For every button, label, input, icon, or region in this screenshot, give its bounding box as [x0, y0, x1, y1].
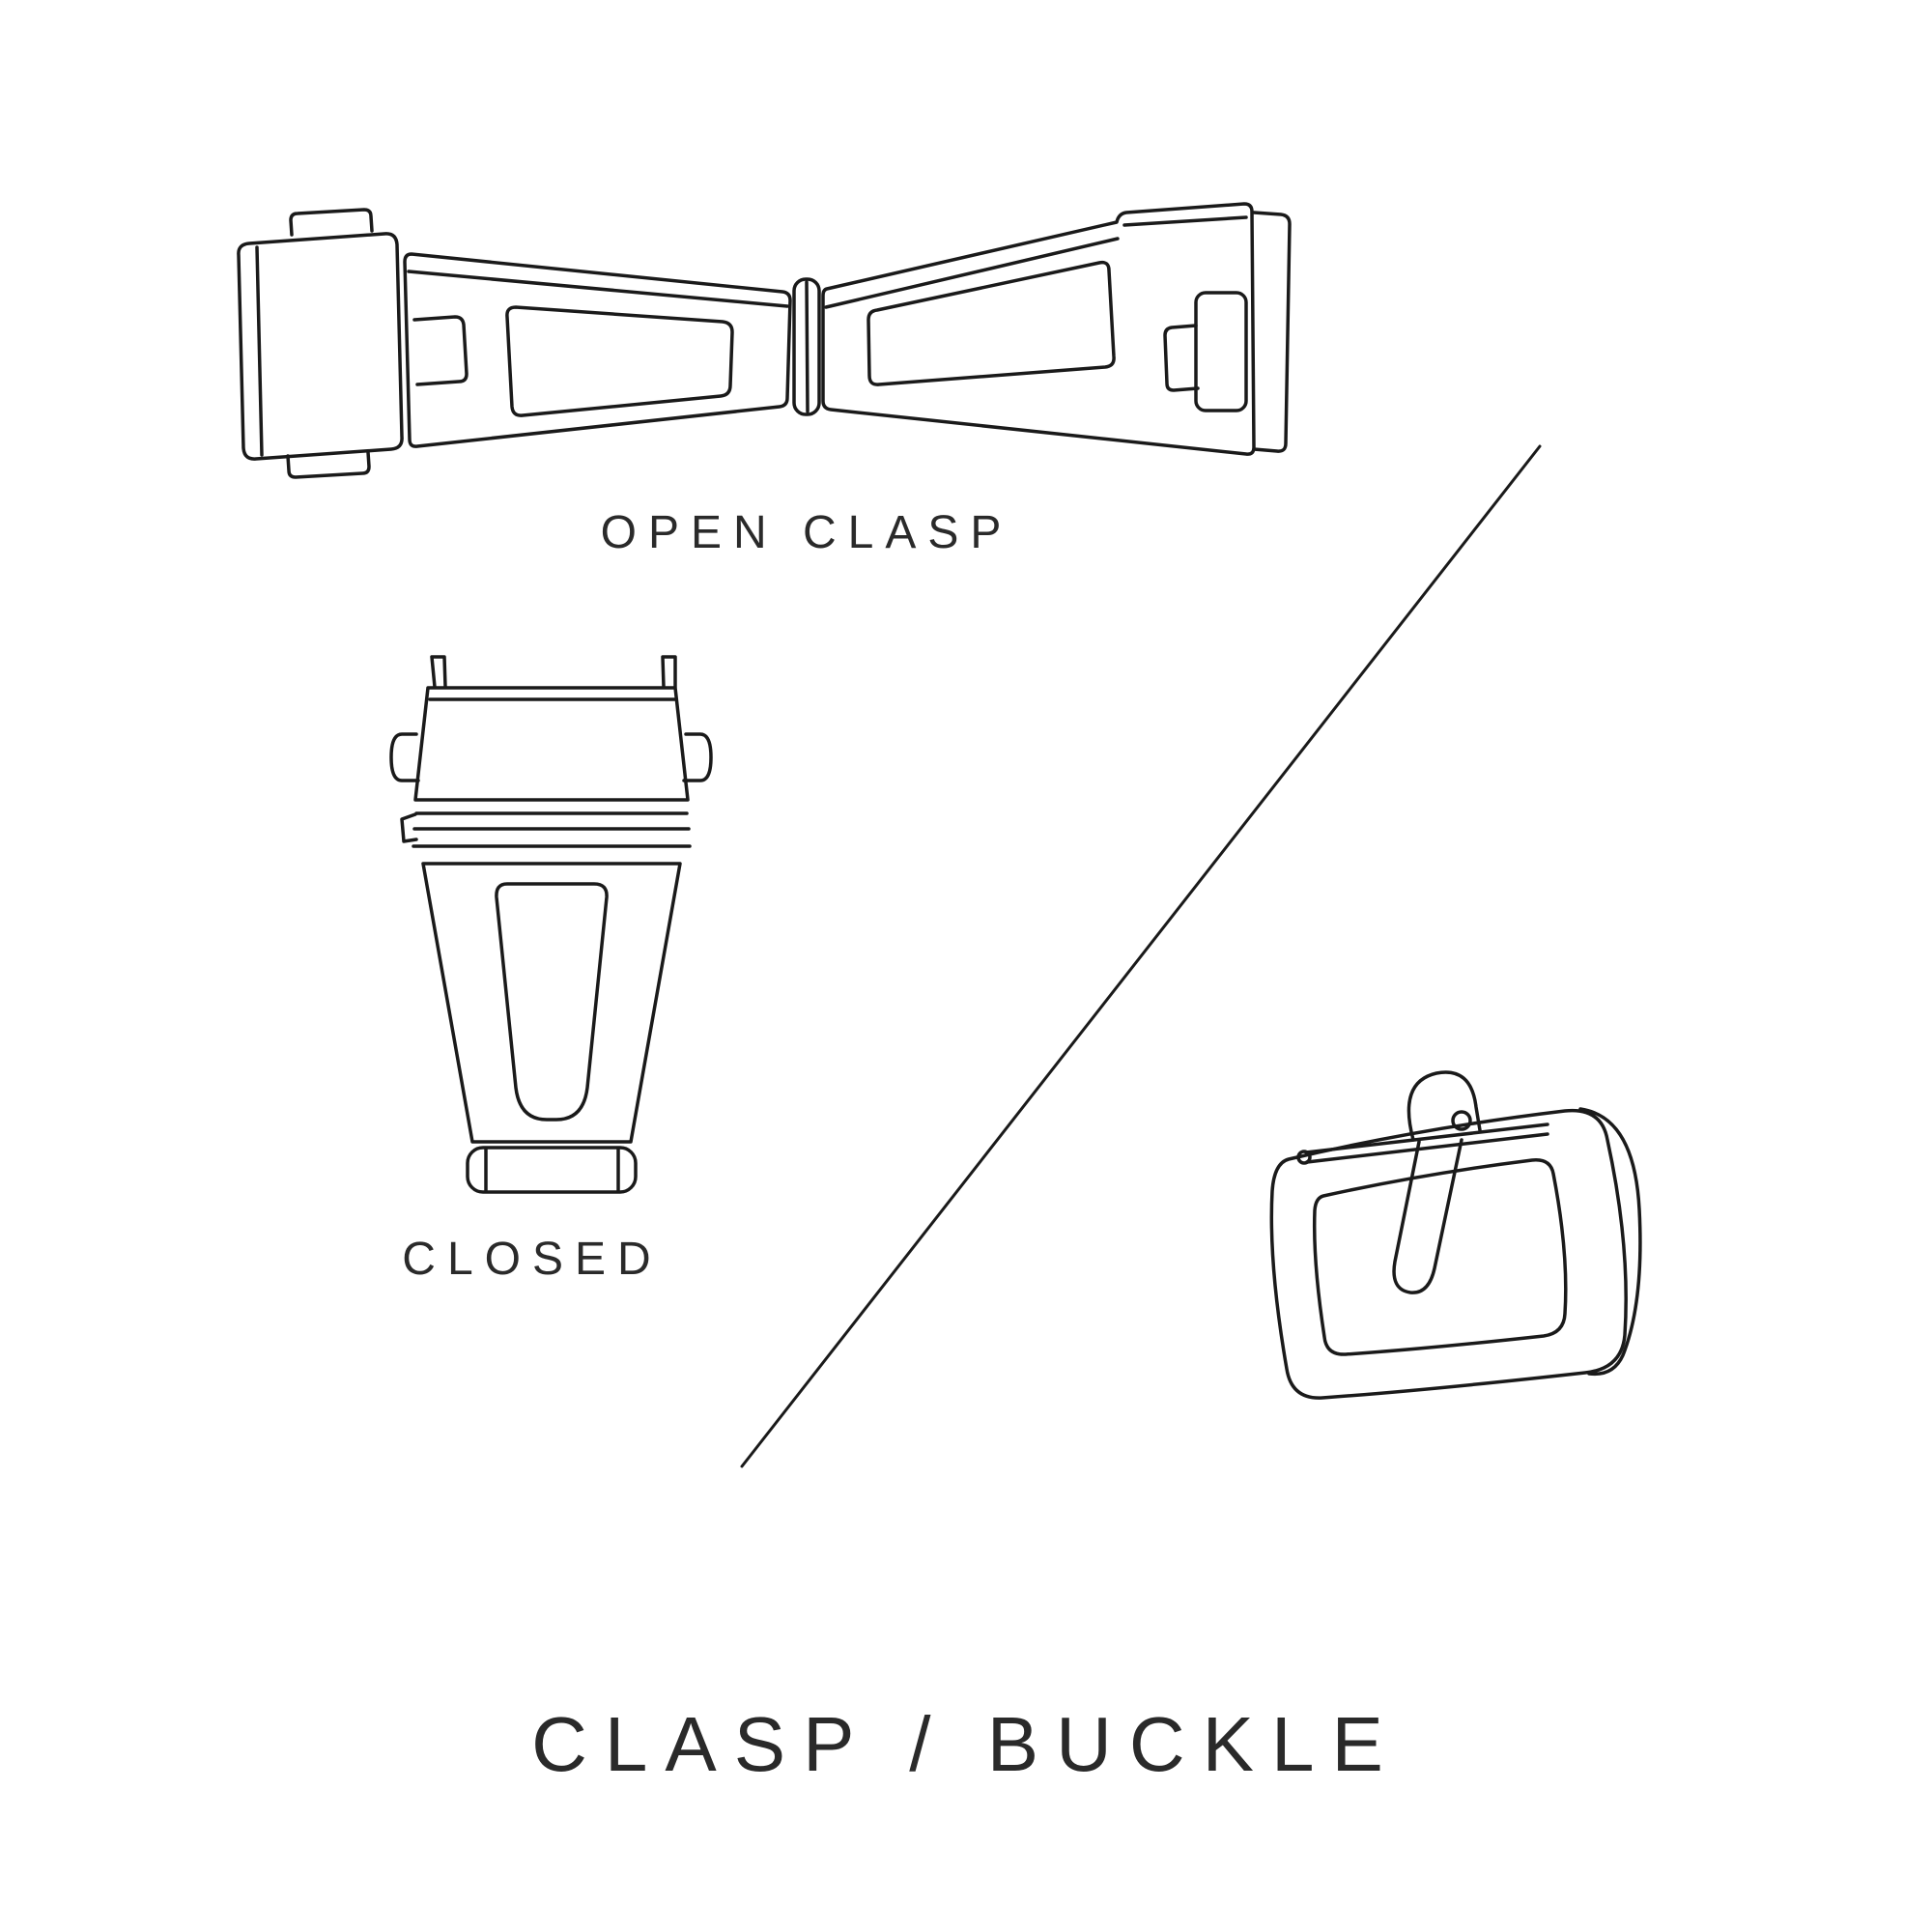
buckle-pin-top-line [1304, 1122, 1549, 1154]
clasp-right-blade-edge-line [824, 237, 1120, 309]
clasp-end-cap-bottom-tab [286, 450, 371, 479]
clasp-left-blade-edge-line [407, 270, 789, 308]
closed-clasp-right-tab [682, 732, 713, 782]
buckle-tongue [1392, 1138, 1463, 1294]
clasp-left-blade-panel [505, 305, 734, 417]
divider-line [740, 444, 1542, 1468]
closed-clasp-body [421, 862, 682, 1144]
buckle-pin-bottom-line [1305, 1132, 1549, 1164]
closed-clasp-slot [495, 882, 609, 1122]
open-clasp-illustration [237, 202, 1292, 479]
closed-clasp-right-prong [661, 655, 677, 689]
closed-clasp-foot [466, 1146, 638, 1194]
page-title: CLASP / BUCKLE [531, 1701, 1401, 1787]
buckle-outer-frame [1269, 1108, 1628, 1400]
closed-clasp-caption: CLOSED [402, 1234, 663, 1285]
clasp-right-latch [1194, 291, 1248, 412]
clasp-end-cap [237, 232, 404, 461]
clasp-right-blade-panel [867, 260, 1116, 386]
buckle-illustration [1269, 1070, 1642, 1400]
clasp-left-blade-notch [412, 315, 469, 386]
buckle-pin-cap [1296, 1150, 1312, 1165]
clasp-end-cap-fold-line [255, 245, 264, 457]
closed-clasp-left-prong [430, 655, 447, 689]
buckle-tongue-loop [1406, 1070, 1482, 1142]
open-clasp-caption: OPEN CLASP [600, 507, 1013, 558]
closed-clasp-cover [413, 686, 690, 802]
clasp-right-end-bar [1252, 211, 1292, 453]
clasp-end-cap-top-tab [289, 208, 374, 237]
closed-clasp-left-tab [389, 732, 420, 782]
clasp-hinge-line [805, 280, 810, 413]
clasp-hinge [792, 277, 821, 416]
closed-clasp-corner-tab [400, 812, 418, 843]
closed-clasp-illustration [389, 655, 713, 1194]
buckle-inner-frame [1312, 1158, 1568, 1356]
buckle-tongue-coil [1451, 1110, 1472, 1131]
clasp-right-blade [821, 202, 1256, 456]
clasp-left-blade [403, 252, 792, 448]
buckle-right-thickness [1578, 1107, 1642, 1377]
clasp-right-latch-tab [1163, 324, 1200, 392]
clasp-right-plate-line [1122, 215, 1248, 227]
